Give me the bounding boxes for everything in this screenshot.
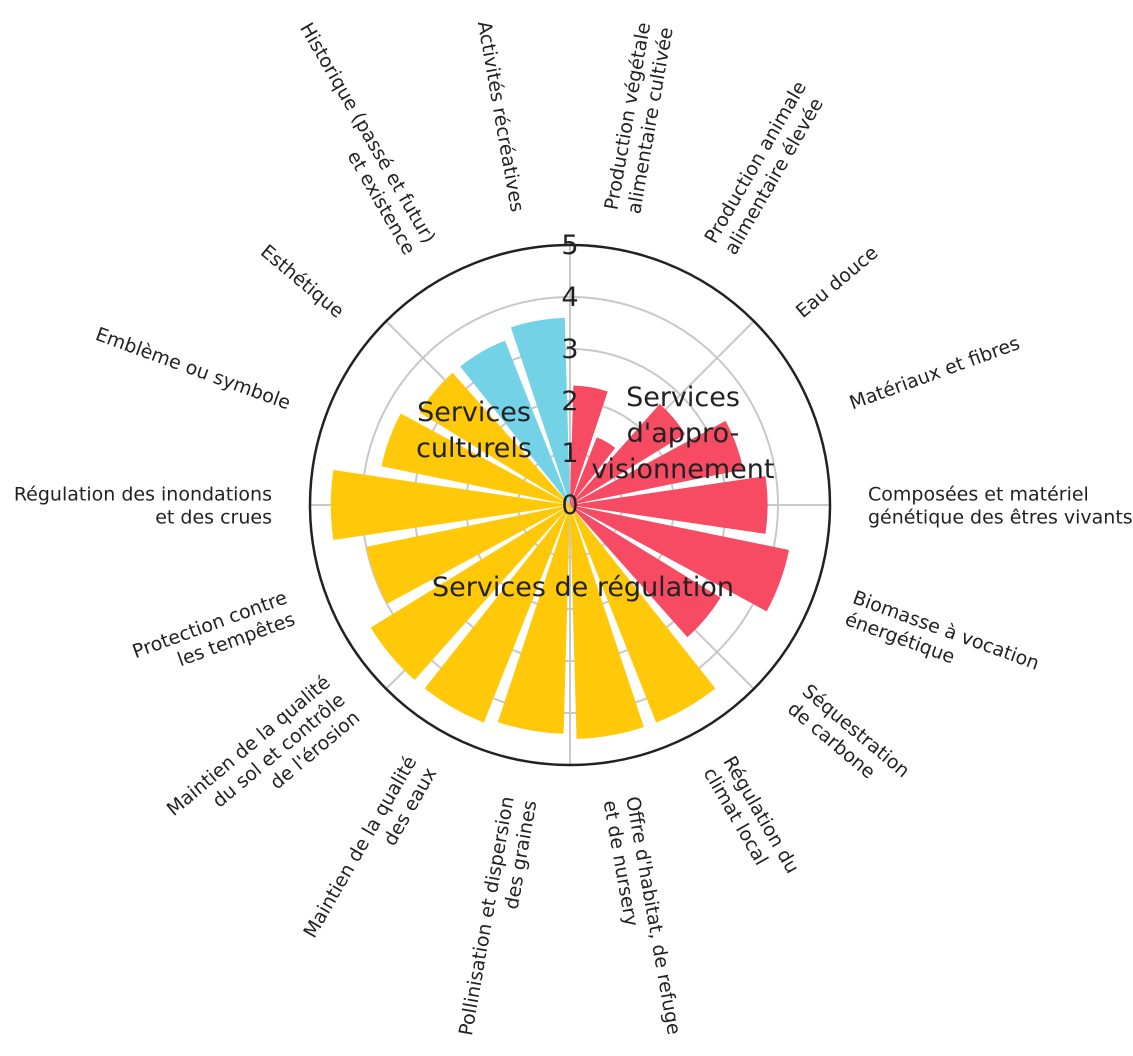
category-label-5: Biomasse à vocationénergétique [842,587,1042,697]
category-label-0: Production végétalealimentaire cultivée [601,21,678,216]
category-label-11: Maintien de la qualitédu sol et contrôle… [163,671,365,856]
bar-0 [570,385,608,505]
bar-1 [570,437,616,505]
bar-14 [381,413,570,505]
bar-17 [510,317,570,505]
bar-8 [570,505,644,739]
outer-circle [308,243,832,767]
radial-ticks: 0 1 2 3 4 5 [561,230,578,521]
category-label-3: Matériaux et fibres [847,332,1023,414]
category-label-8: Offre d'habitat, de refugeet de nursery [599,795,685,1041]
category-label-6: Séquestrationde carbone [783,680,914,800]
bar-9 [497,505,570,734]
category-label-10: Maintien de la qualitédes eaux [299,752,441,953]
category-label-7: Régulation duclimat local [699,752,804,888]
bar-4 [570,476,768,534]
radial-tick-label: 5 [561,230,578,261]
radial-tick-label: 2 [561,386,578,417]
bar-13 [330,470,570,540]
bar-12 [366,505,570,604]
bar-15 [419,372,570,505]
category-label-17: Activités récréatives [473,19,528,213]
radial-tick-label: 0 [561,490,578,521]
category-label-15: Esthétique [256,240,348,322]
bar-6 [570,505,721,638]
bar-7 [570,505,716,723]
category-label-12: Protection contreles tempêtes [130,587,298,685]
radial-tick-label: 1 [561,438,578,469]
bar-10 [424,505,570,723]
category-label-2: Eau douce [792,242,882,323]
category-label-9: Pollinisation et dispersiondes graines [455,795,541,1042]
group-label-regulation: Services de régulation [432,572,734,603]
category-label-16: Historique (passé et futur)et existence [275,19,439,259]
bar-11 [370,505,570,680]
bar-16 [460,340,570,505]
radial-tick-label: 4 [561,282,578,313]
category-label-1: Production animalealimentaire élevée [700,77,831,258]
category-label-14: Emblème ou symbole [92,323,293,414]
radial-tick-label: 3 [561,334,578,365]
bar-2 [570,403,686,505]
bar-3 [570,420,744,505]
bars-layer [330,317,790,739]
bar-5 [570,505,790,612]
